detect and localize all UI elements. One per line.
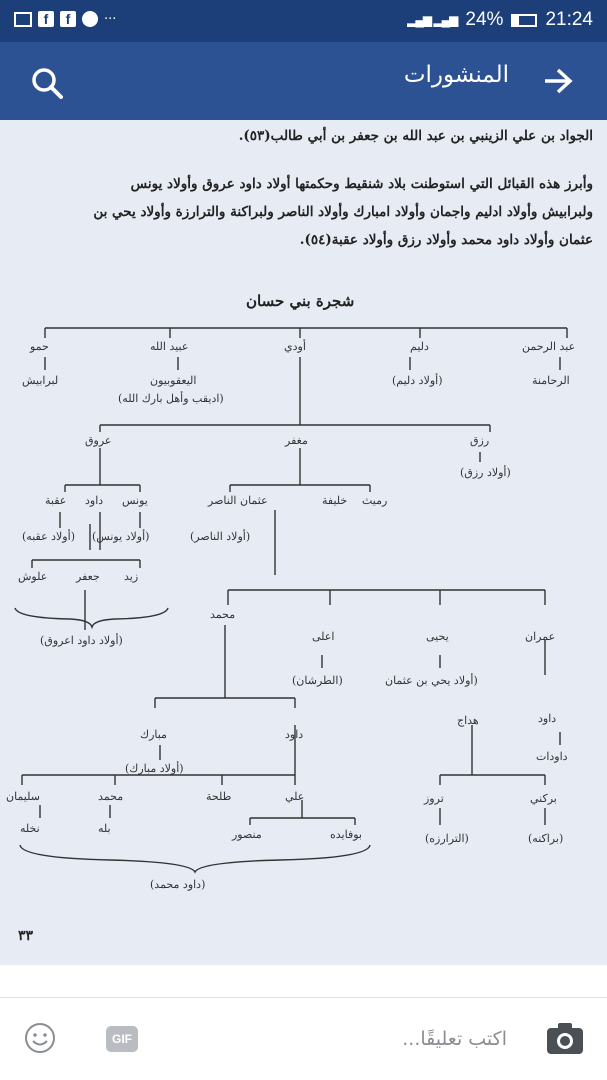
tree-node: عثمان الناصر (208, 494, 268, 507)
tree-node: الرحامنة (532, 374, 570, 387)
paragraph-line: ولبرابيش وأولاد ادليم واجمان وأولاد امبا… (93, 204, 593, 220)
tree-node: أولاد يحي بن عثمان) (385, 674, 478, 687)
signal-icon: ▂▄▆ ▂▄▆ (407, 13, 458, 27)
messenger-icon (82, 11, 98, 27)
tree-node: داود (85, 494, 104, 507)
tree-node: (اديقب وأهل بارك الله) (118, 392, 224, 405)
battery-percent: 24% (465, 9, 504, 30)
tree-node: خليفة (322, 494, 348, 507)
tree-node: (أولاد داود اعروق) (40, 634, 123, 647)
tree-node: عقبة (45, 494, 67, 507)
tree-node: اعلى (312, 630, 335, 643)
tree-node: عروق (85, 434, 112, 447)
divider (0, 997, 607, 998)
tree-node: (براكنه) (528, 832, 564, 845)
tree-node: يحيى (426, 630, 449, 643)
search-icon[interactable] (30, 66, 64, 100)
paragraph-line: الجواد بن علي الزينبي بن عبد الله بن جعف… (238, 128, 593, 144)
tree-node: أودي (284, 340, 306, 353)
tree-node: داود (285, 728, 304, 741)
tree-node: (أولاد مبارك) (125, 762, 184, 775)
page-title: المنشورات (403, 62, 509, 88)
tree-node: داود (538, 712, 557, 725)
clock: 21:24 (545, 9, 593, 30)
tree-node: (الترارزه) (425, 832, 469, 845)
tree-node: تروز (424, 792, 444, 805)
tree-node: عمران (525, 630, 556, 643)
tree-node: نخله (20, 822, 40, 835)
tree-node: مبارك (140, 728, 167, 741)
tree-lines (14, 327, 568, 874)
camera-icon[interactable] (545, 1020, 585, 1056)
paragraph-line: عثمان وأولاد داود محمد وأولاد رزق وأولاد… (299, 232, 593, 248)
tree-node: مغفر (285, 434, 308, 447)
tree-title: شجرة بني حسان (246, 292, 355, 310)
comment-composer (0, 965, 607, 1080)
tree-node: محمد (98, 790, 124, 803)
paragraph-line: وأبرز هذه القبائل التي استوطنت بلاد شنقي… (130, 176, 593, 192)
tree-node: (أولاد دليم) (392, 374, 443, 387)
battery-icon (511, 13, 538, 27)
tree-node: (أولاد يونس) (92, 530, 150, 543)
tree-node: حمو (30, 340, 49, 353)
tree-node: يونس (122, 494, 148, 507)
tree-node: سليمان (6, 790, 40, 803)
facebook-icon: f (60, 11, 76, 27)
status-bar: f f ··· ▂▄▆ ▂▄▆ 24% 21:24 (0, 0, 607, 42)
tree-node: رميث (362, 494, 388, 507)
tree-node: هداج (457, 714, 479, 727)
tree-node: (أولاد الناصر) (190, 530, 251, 543)
facebook-icon: f (38, 11, 54, 27)
tree-node: علي (285, 790, 305, 803)
more-notifications: ··· (104, 11, 117, 27)
tree-node: داودات (536, 750, 568, 763)
tree-node: عبد الرحمن (522, 340, 576, 353)
tree-node: (الطرشان) (292, 674, 343, 687)
tree-node: عبيد الله (150, 340, 189, 353)
tree-node: محمد (210, 608, 236, 621)
tree-node: جعفر (76, 570, 100, 583)
tree-node: منصور (232, 828, 262, 841)
tree-node: علوش (18, 570, 48, 583)
tree-node: رزق (470, 434, 490, 447)
gif-button[interactable]: GIF (106, 1026, 138, 1052)
top-app-bar: المنشورات (0, 42, 607, 120)
tree-node: لبرابيش (22, 374, 59, 387)
tree-node: بله (98, 822, 111, 835)
arrow-right-icon[interactable] (543, 68, 573, 94)
tree-node: دليم (410, 340, 429, 353)
smiley-icon[interactable] (24, 1022, 56, 1054)
comment-input[interactable]: اكتب تعليقًا... (402, 1028, 507, 1050)
tree-node: (أولاد رزق) (460, 466, 511, 479)
tree-node: بوفايده (330, 828, 362, 841)
tree-node: (داود محمد) (150, 878, 206, 891)
post-image[interactable]: الجواد بن علي الزينبي بن عبد الله بن جعف… (0, 120, 607, 965)
tree-node: (أولاد عقبه) (22, 530, 75, 543)
page-number: ٣٣ (18, 928, 34, 944)
tree-node: بركني (530, 792, 557, 805)
tree-node: اليعقوبيون (150, 374, 197, 387)
tree-node: زيد (124, 570, 139, 583)
tree-node: طلحة (206, 790, 232, 803)
image-icon (14, 11, 32, 27)
notification-icons: f f ··· (14, 11, 116, 27)
